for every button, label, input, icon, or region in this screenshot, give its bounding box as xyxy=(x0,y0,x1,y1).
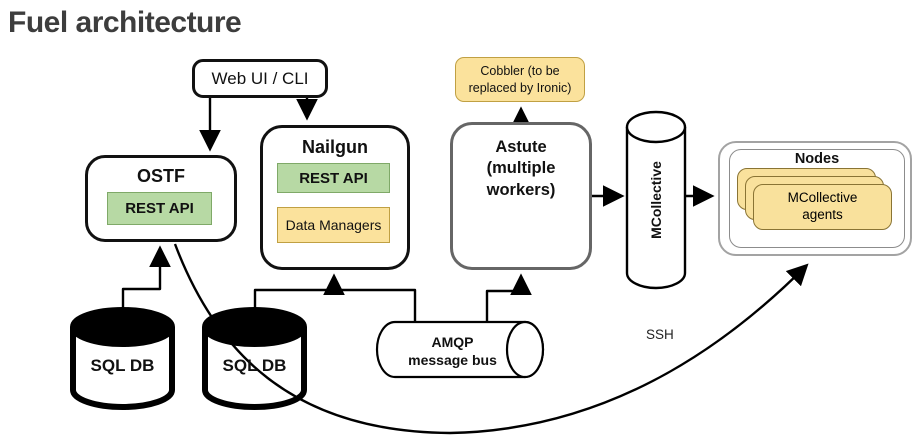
nailgun-title: Nailgun xyxy=(302,137,368,157)
ostf-rest-api-box: REST API xyxy=(107,192,212,225)
sql-db-nailgun-label: SQL DB xyxy=(222,356,287,375)
mcollective-agent-card-front: MCollective agents xyxy=(753,184,892,230)
arrow-amqp-to-astute xyxy=(485,273,532,322)
astute-title: Astute (multiple workers) xyxy=(486,138,556,199)
node-cobbler: Cobbler (to be replaced by Ironic) xyxy=(455,57,585,102)
nailgun-data-managers-label: Data Managers xyxy=(285,217,382,233)
ssh-edge-label: SSH xyxy=(646,327,674,342)
sql-db-ostf-label: SQL DB xyxy=(90,356,155,375)
arrow-ssh-ostf-to-nodes xyxy=(173,243,809,435)
ostf-title: OSTF xyxy=(137,166,185,186)
ostf-rest-api-label: REST API xyxy=(125,200,194,217)
mcollective-agents-label: MCollective agents xyxy=(787,190,858,222)
web-ui-cli-label: Web UI / CLI xyxy=(211,68,309,88)
cobbler-label: Cobbler (to be replaced by Ironic) xyxy=(468,63,572,95)
amqp-bus-cylinder xyxy=(375,320,545,379)
nodes-group-title: Nodes xyxy=(794,150,840,167)
nailgun-rest-api-label: REST API xyxy=(299,169,368,187)
node-astute: Astute (multiple workers) xyxy=(450,122,592,270)
nailgun-data-managers-box: Data Managers xyxy=(277,207,390,243)
nailgun-rest-api-box: REST API xyxy=(277,163,390,193)
node-nailgun: Nailgun xyxy=(260,125,410,270)
page-title: Fuel architecture xyxy=(8,6,242,39)
arrow-sqldb1-to-ostf xyxy=(121,245,171,312)
amqp-bus-label: AMQP message bus xyxy=(408,334,497,369)
node-web-ui-cli: Web UI / CLI xyxy=(192,59,328,98)
mcollective-label: MCollective xyxy=(648,161,664,239)
mcollective-cylinder xyxy=(625,110,687,290)
